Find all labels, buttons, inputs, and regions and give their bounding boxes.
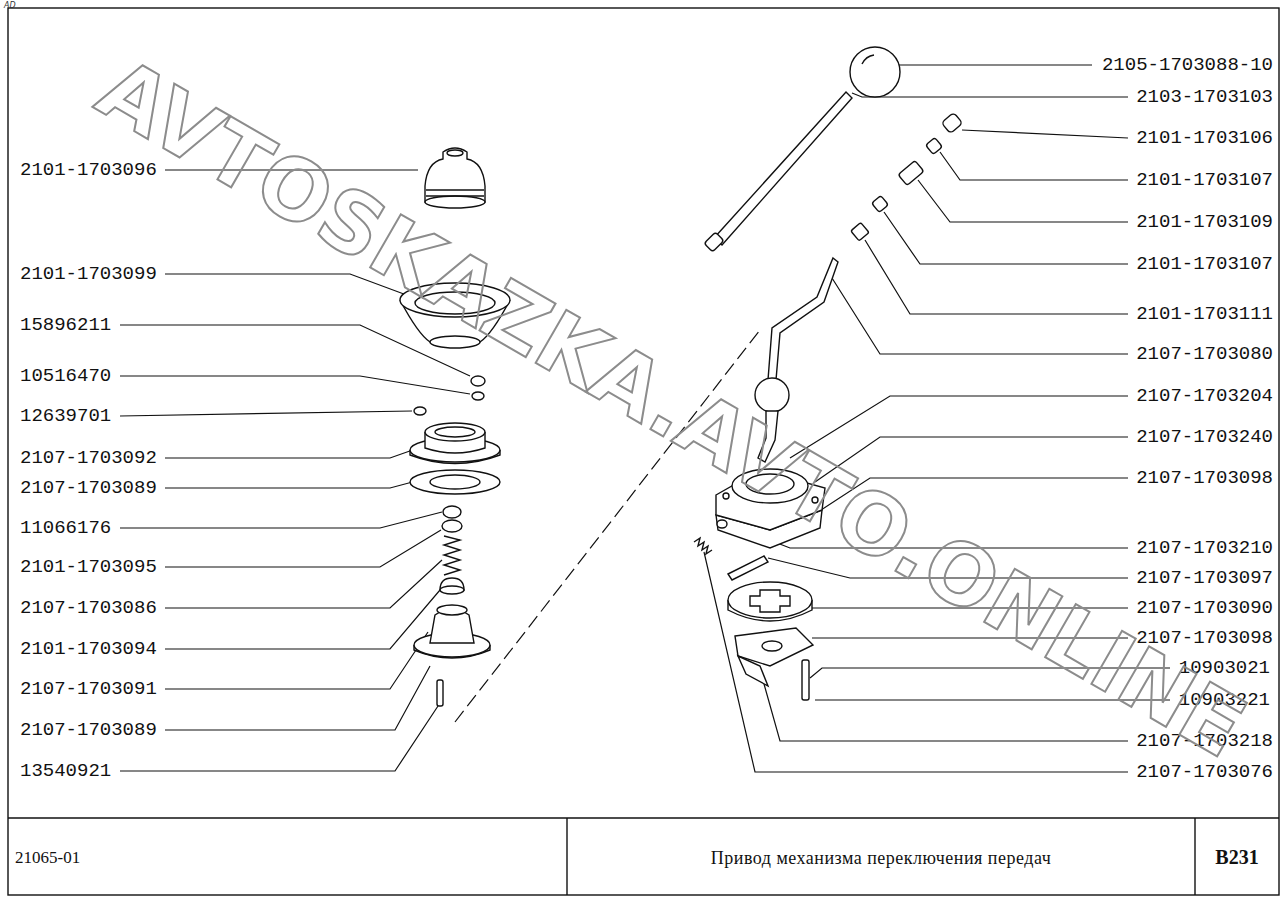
- part-number: 11066176: [18, 517, 113, 539]
- part-number: 15896211: [18, 314, 113, 336]
- model-code: 21065-01: [15, 846, 80, 870]
- part-number: 2103-1703103: [1134, 86, 1275, 108]
- part-number: 2107-1703204: [1134, 385, 1275, 407]
- part-number: 2107-1703091: [18, 678, 159, 700]
- part-number: 2101-1703107: [1134, 169, 1275, 191]
- corner-mark: AD: [4, 1, 16, 10]
- part-number: 12639701: [18, 405, 113, 427]
- part-number: 2107-1703089: [18, 719, 159, 741]
- part-number: 2101-1703106: [1134, 127, 1275, 149]
- part-number: 2101-1703094: [18, 638, 159, 660]
- part-number: 2101-1703107: [1134, 253, 1275, 275]
- sheet-title: Привод механизма переключения передач: [567, 845, 1195, 871]
- part-number: 10516470: [18, 365, 113, 387]
- part-number: 2107-1703086: [18, 597, 159, 619]
- part-number: 2107-1703210: [1134, 537, 1275, 559]
- part-number: 2101-1703099: [18, 263, 159, 285]
- part-number: 2107-1703097: [1134, 567, 1275, 589]
- frame: [8, 8, 1279, 895]
- part-number: 2101-1703109: [1134, 211, 1275, 233]
- page-number: B231: [1195, 844, 1279, 870]
- part-number: 13540921: [18, 760, 113, 782]
- part-number: 2107-1703089: [18, 477, 159, 499]
- part-number: 2101-1703111: [1134, 303, 1275, 325]
- part-number: 2107-1703080: [1134, 343, 1275, 365]
- part-number: 2107-1703092: [18, 447, 159, 469]
- part-number: 2107-1703240: [1134, 426, 1275, 448]
- part-number: 2101-1703095: [18, 556, 159, 578]
- part-number: 2107-1703098: [1134, 467, 1275, 489]
- watermark: AVTOSKAZKA.AVTO.ONLINE: [83, 40, 1261, 776]
- part-number: 2101-1703096: [18, 159, 159, 181]
- part-number: 2105-1703088-10: [1100, 54, 1275, 76]
- part-number: 2107-1703090: [1134, 597, 1275, 619]
